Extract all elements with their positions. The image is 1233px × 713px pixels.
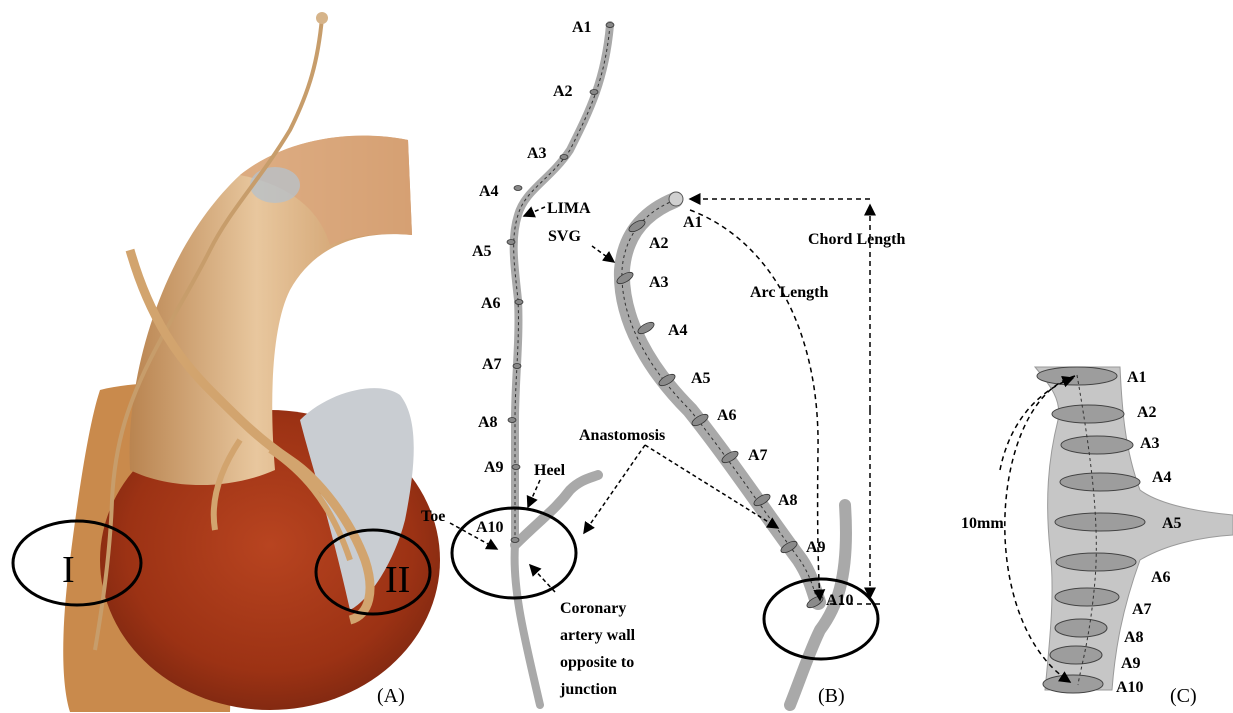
lima-point-label-7: A7 [482, 356, 502, 373]
caption-a: (A) [377, 685, 405, 707]
caption-c: (C) [1170, 685, 1197, 707]
cross-section-3 [1061, 436, 1133, 454]
lima-marker-9 [512, 465, 520, 470]
region-label-2: II [385, 559, 410, 601]
lima-end [316, 12, 328, 24]
lima-marker-8 [508, 418, 516, 423]
lima-arrow [524, 207, 545, 216]
lima-marker-5 [507, 240, 515, 245]
svg-label: SVG [548, 228, 581, 245]
svg-point-label-1: A1 [683, 214, 703, 231]
anastomosis-arrow-left [584, 445, 645, 533]
lima-point-label-6: A6 [481, 295, 501, 312]
panel-c-point-label-1: A1 [1127, 369, 1147, 386]
panel-c-point-label-4: A4 [1152, 469, 1172, 486]
lima-marker-4 [514, 186, 522, 191]
lima-point-label-8: A8 [478, 414, 498, 431]
panel-c-point-label-3: A3 [1140, 435, 1160, 452]
lima-point-label-3: A3 [527, 145, 547, 162]
anastomosis-label: Anastomosis [579, 427, 665, 444]
svg-point-label-5: A5 [691, 370, 711, 387]
panel-c-point-label-5: A5 [1162, 515, 1182, 532]
svg-point-label-3: A3 [649, 274, 669, 291]
cross-section-10 [1043, 675, 1103, 693]
panel-c-point-label-9: A9 [1121, 655, 1141, 672]
lima-point-label-10: A10 [476, 519, 504, 536]
coronary-label-1: Coronary [560, 600, 626, 617]
chord-length-label: Chord Length [808, 231, 905, 248]
panel-a: I II (A) [13, 12, 440, 712]
aorta-gray-patch [250, 167, 300, 203]
cross-section-5 [1055, 513, 1145, 531]
lima-marker-2 [590, 90, 598, 95]
svg-arrow [592, 246, 614, 262]
svg-point-label-8: A8 [778, 492, 798, 509]
cross-section-2 [1052, 405, 1124, 423]
heel-arrow [528, 480, 540, 507]
svg-point-label-7: A7 [748, 447, 768, 464]
caption-b: (B) [818, 685, 845, 707]
panel-c-point-label-6: A6 [1151, 569, 1171, 586]
panel-c-point-label-8: A8 [1124, 629, 1144, 646]
panel-c-point-label-10: A10 [1116, 679, 1144, 696]
svg-point-label-4: A4 [668, 322, 688, 339]
lima-marker-3 [560, 155, 568, 160]
svg-vessel [622, 200, 818, 602]
lima-point-label-2: A2 [553, 83, 573, 100]
lima-marker-6 [515, 300, 523, 305]
panel-c-point-label-7: A7 [1132, 601, 1152, 618]
svg-point-label-10: A10 [826, 592, 854, 609]
cross-section-7 [1055, 588, 1119, 606]
svg-point-label-9: A9 [806, 539, 826, 556]
cross-section-9 [1050, 646, 1102, 664]
lima-point-label-9: A9 [484, 459, 504, 476]
coronary-label-2: artery wall [560, 627, 636, 644]
coronary-label-4: junction [559, 681, 617, 698]
arc-length-arrow [690, 210, 820, 600]
svg-point-label-6: A6 [717, 407, 737, 424]
svg-start-marker [669, 192, 683, 206]
svg-point-label-2: A2 [649, 235, 669, 252]
lima-point-label-5: A5 [472, 243, 492, 260]
scale-label: 10mm [961, 515, 1004, 532]
coronary-label-3: opposite to [560, 654, 634, 671]
cross-section-4 [1060, 473, 1140, 491]
heel-label: Heel [534, 462, 566, 479]
panel-c-point-label-2: A2 [1137, 404, 1157, 421]
arc-length-label: Arc Length [750, 284, 828, 301]
cross-section-8 [1055, 619, 1107, 637]
region-label-1: I [62, 549, 75, 591]
lima-point-label-1: A1 [572, 19, 592, 36]
lima-marker-10 [511, 538, 519, 543]
lima-point-label-4: A4 [479, 183, 499, 200]
toe-label: Toe [421, 508, 445, 525]
lima-marker-1 [606, 23, 614, 28]
lima-marker-7 [513, 364, 521, 369]
lima-label: LIMA [547, 200, 591, 217]
